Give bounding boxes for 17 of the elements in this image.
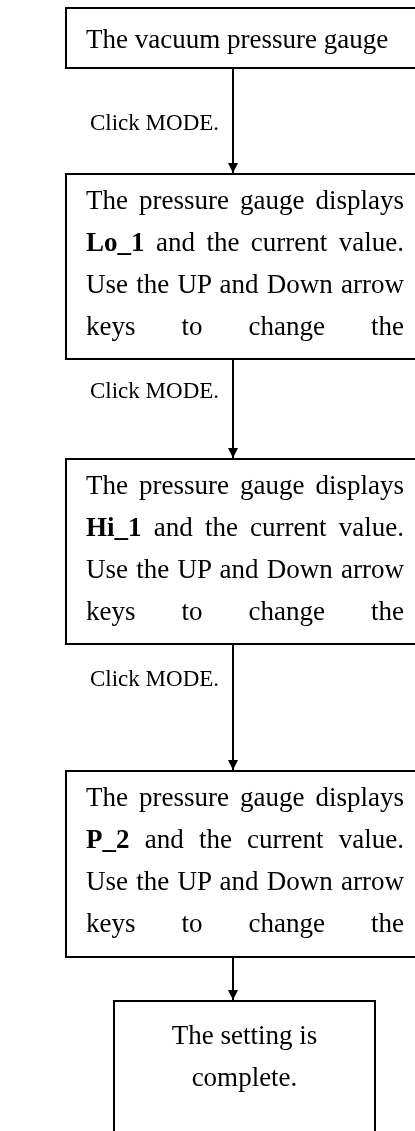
process-box [65,173,415,360]
process-box [65,770,415,958]
process-box [65,7,415,69]
box-text: The pressure gauge displays P_2 and the current value. Use the UP and Down arrow keys to change the [86,781,404,940]
box-text: The pressure gauge displays Hi_1 and the current value. Use the UP and Down arrow keys to change the [86,469,404,628]
arrow [228,644,238,771]
box-text: The pressure gauge displays Lo_1 and the current value. Use the UP and Down arrow keys to change the [86,184,404,343]
box-text: The setting is complete. [170,1019,319,1094]
arrow [228,359,238,459]
arrow [228,957,238,1001]
edge-label: Click MODE. [90,665,220,693]
edge-label: Click MODE. [90,109,220,137]
edge-label: Click MODE. [90,377,220,405]
arrow [228,68,238,174]
process-box [113,1000,376,1131]
box-text: The vacuum pressure gauge [86,23,390,56]
process-box [65,458,415,645]
